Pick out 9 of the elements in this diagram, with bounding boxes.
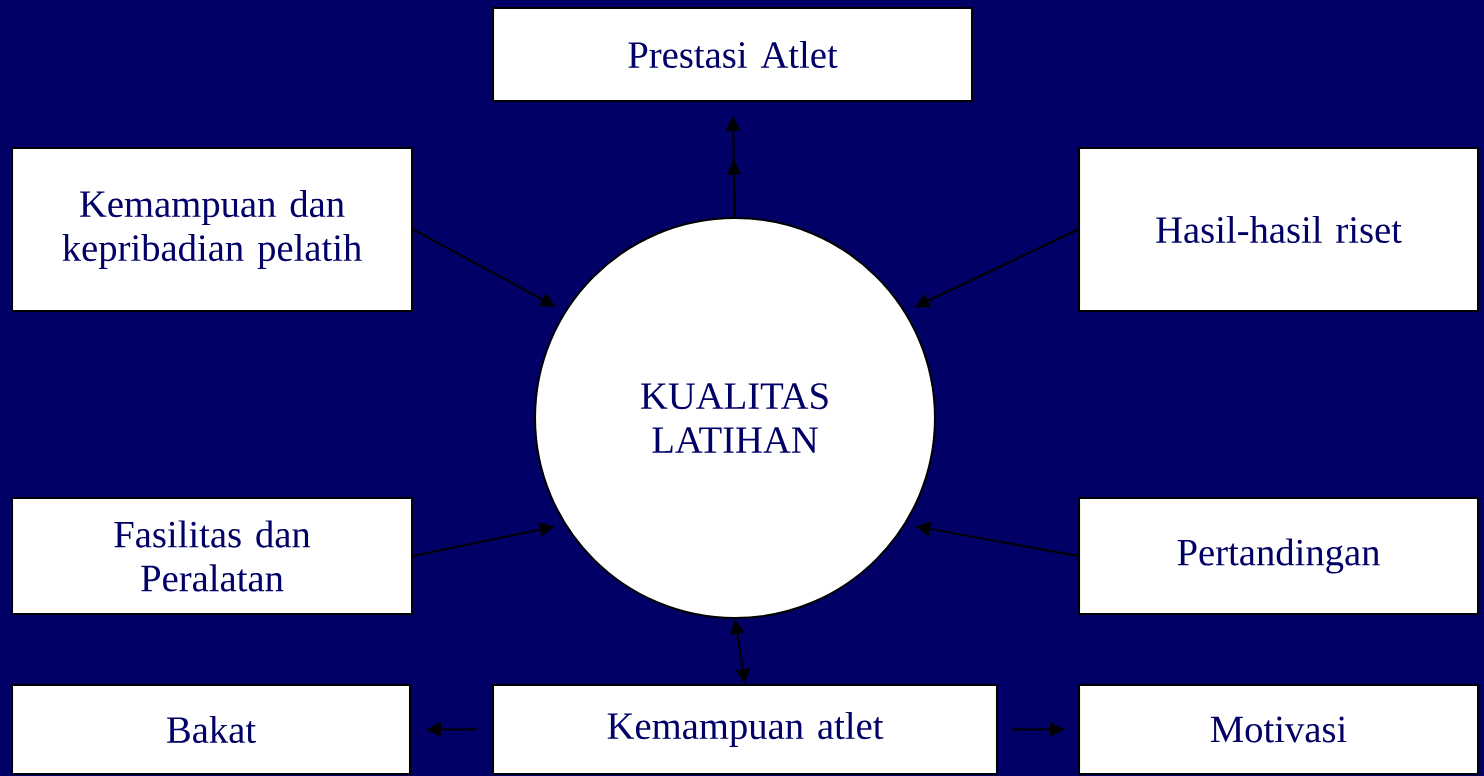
text-box: Motivasi xyxy=(1078,684,1479,775)
text-box: Kemampuan dan kepribadian pelatih xyxy=(11,147,413,312)
text-box: Hasil-hasil riset xyxy=(1078,147,1479,312)
circle-node: KUALITAS LATIHAN xyxy=(534,217,936,619)
text-box: Prestasi Atlet xyxy=(492,7,973,102)
text-box: Bakat xyxy=(11,684,411,775)
text-box: Kemampuan atlet xyxy=(492,684,998,775)
text-box: Pertandingan xyxy=(1078,497,1479,615)
text-box: Fasilitas dan Peralatan xyxy=(11,497,413,615)
